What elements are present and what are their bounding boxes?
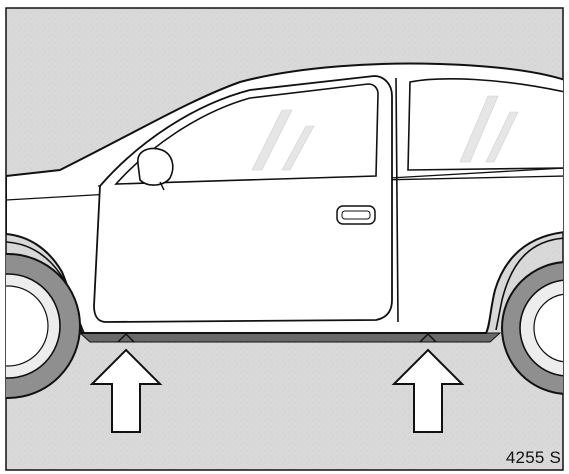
figure-reference-code: 4255 S xyxy=(506,448,561,468)
door-handle-icon xyxy=(337,206,375,224)
rocker-sill xyxy=(80,333,500,342)
rear-window xyxy=(408,79,565,170)
